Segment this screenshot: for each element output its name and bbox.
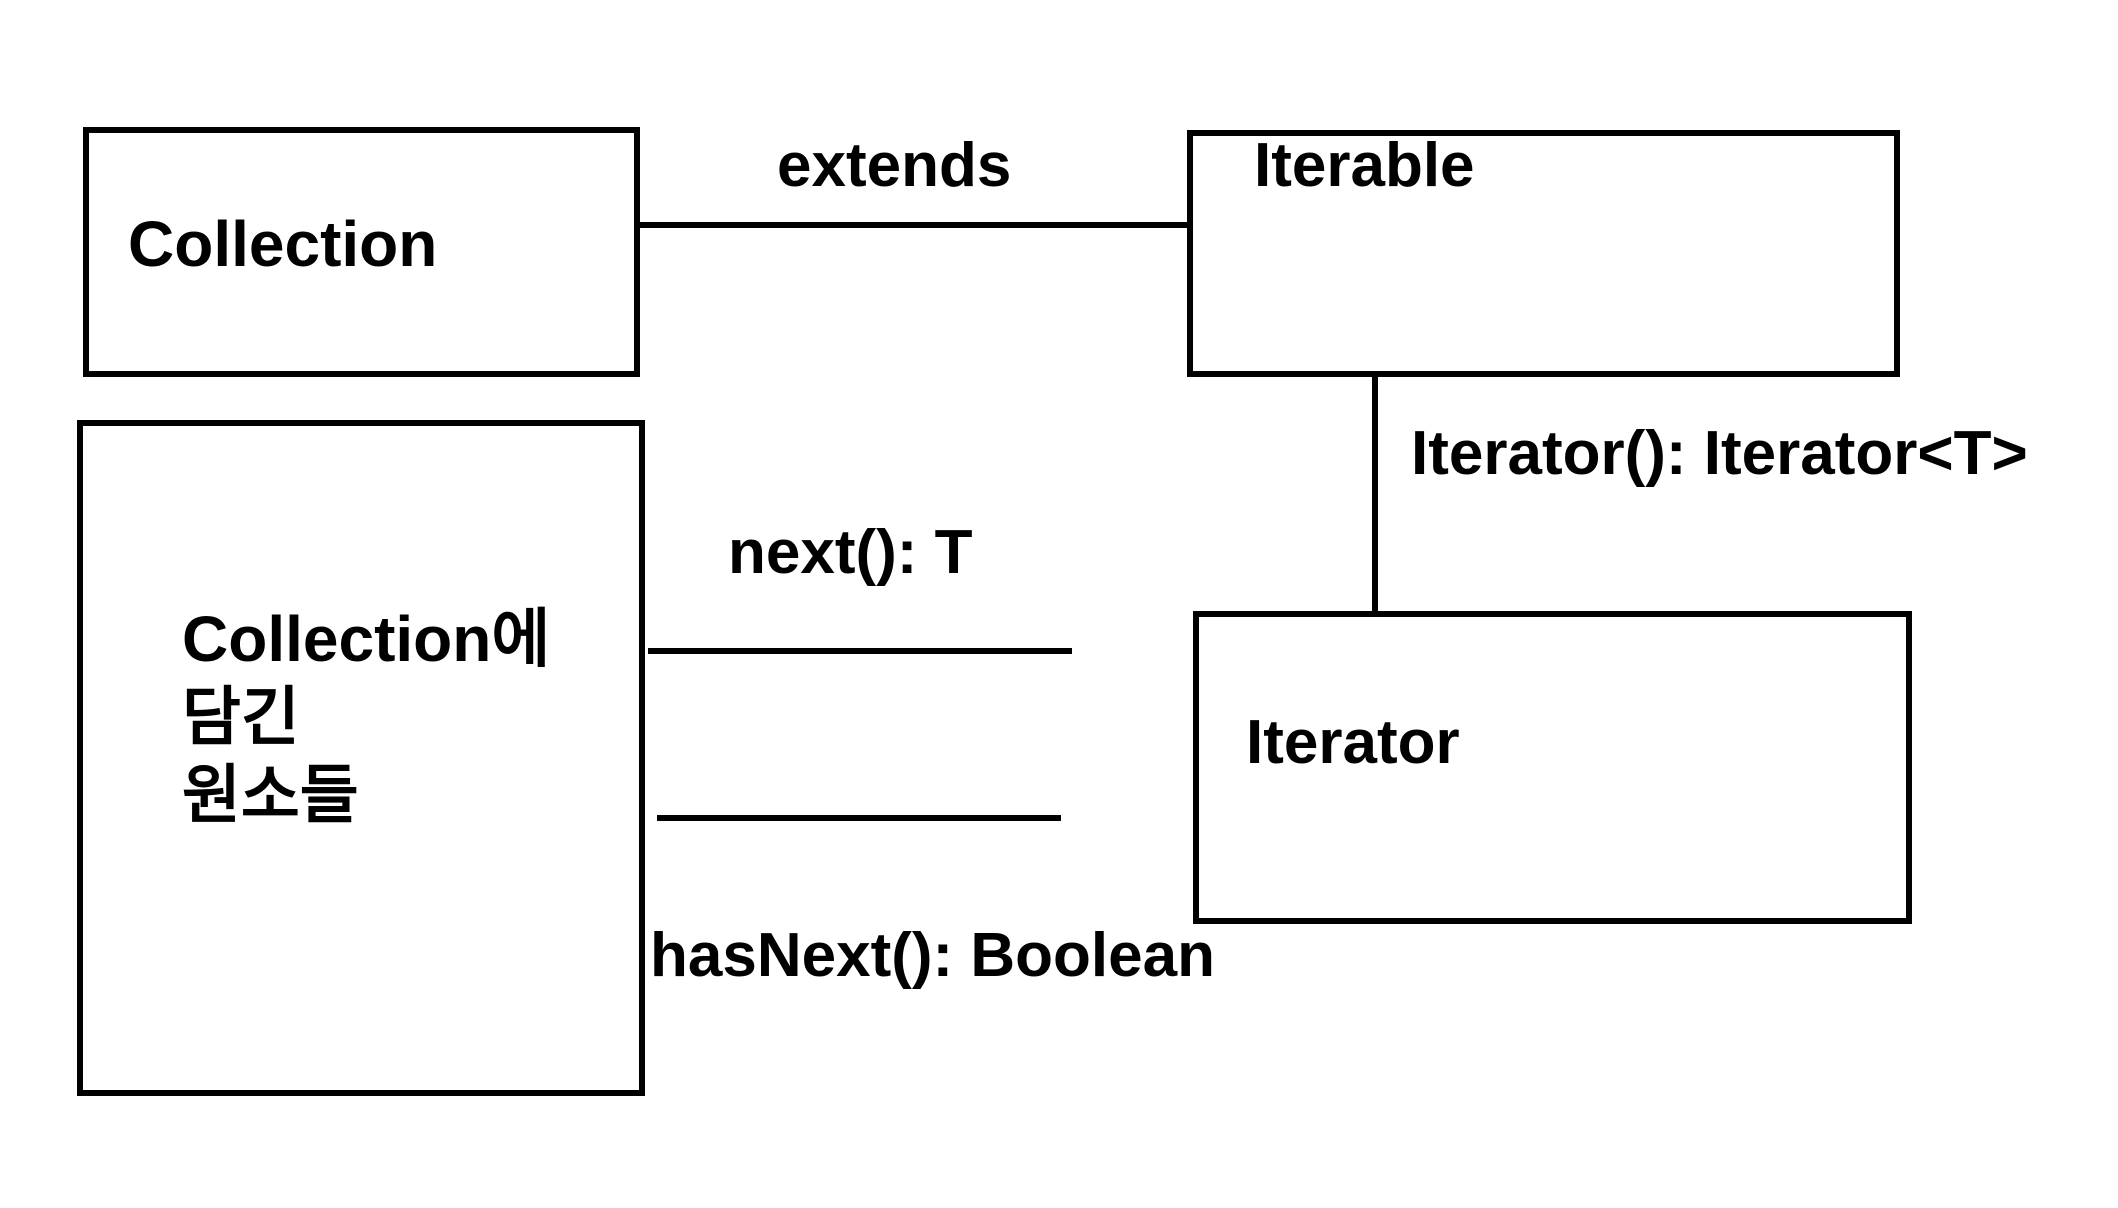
class-box-iterator[interactable] — [1193, 611, 1912, 924]
class-box-iterator-label: Iterator — [1246, 708, 1460, 777]
class-box-collection-elements-label: Collection에 담긴 원소들 — [182, 603, 551, 832]
edge-label-extends: extends — [777, 131, 1012, 200]
class-box-iterable[interactable] — [1187, 130, 1900, 377]
edge-collection-extends-iterable — [640, 222, 1190, 228]
class-box-collection[interactable] — [83, 127, 640, 377]
edge-label-next: next(): T — [728, 518, 973, 587]
class-box-iterable-label: Iterable — [1254, 131, 1475, 200]
class-box-collection-elements[interactable] — [77, 420, 645, 1096]
edge-iterable-to-iterator — [1372, 374, 1378, 614]
edge-elements-next — [648, 648, 1072, 654]
edge-elements-hasnext — [657, 815, 1061, 821]
edge-label-iterator-method: Iterator(): Iterator<T> — [1411, 419, 2028, 488]
edge-label-hasnext: hasNext(): Boolean — [650, 921, 1215, 990]
class-box-collection-label: Collection — [128, 208, 438, 280]
